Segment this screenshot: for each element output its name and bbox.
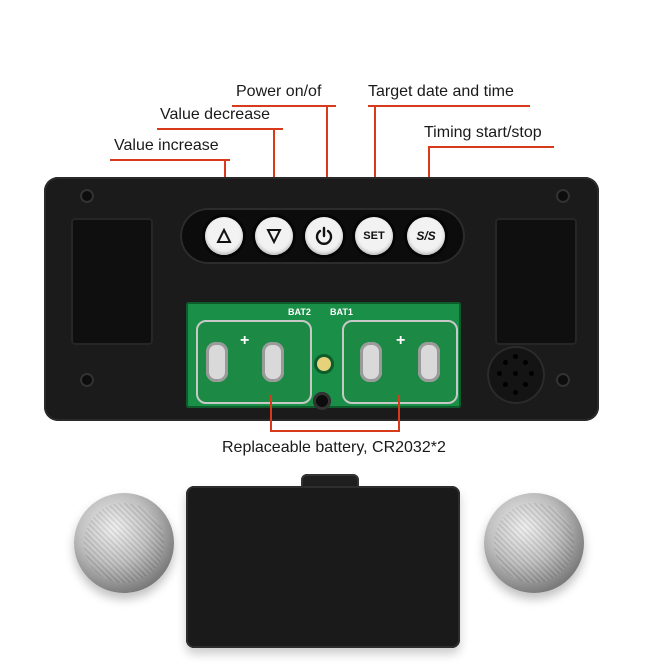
start-stop-button-label: S/S bbox=[416, 229, 436, 243]
speaker-hole bbox=[529, 371, 534, 376]
speaker-hole bbox=[513, 390, 518, 395]
speaker-hole bbox=[513, 354, 518, 359]
speaker-grille bbox=[487, 346, 545, 404]
leader-power bbox=[326, 105, 328, 217]
battery-cover bbox=[186, 486, 460, 648]
start-stop-button[interactable]: S/S bbox=[407, 217, 445, 255]
triangle-up-icon bbox=[216, 228, 232, 243]
bat2-label: BAT2 bbox=[288, 307, 311, 317]
bat1-label: BAT1 bbox=[330, 307, 353, 317]
underline-target-date bbox=[368, 105, 530, 107]
label-battery: Replaceable battery, CR2032*2 bbox=[222, 439, 446, 456]
coin-cell-battery-left bbox=[74, 493, 174, 593]
center-component bbox=[317, 357, 331, 371]
speaker-hole bbox=[503, 360, 508, 365]
value-increase-button[interactable] bbox=[205, 217, 243, 255]
polarity-plus: + bbox=[396, 332, 406, 349]
screw-bottom-left bbox=[80, 373, 94, 387]
underline-power bbox=[232, 105, 336, 107]
coin-cell-battery-right bbox=[484, 493, 584, 593]
label-power: Power on/of bbox=[236, 83, 322, 100]
label-value-decrease: Value decrease bbox=[160, 106, 270, 123]
battery-bracket bbox=[270, 430, 400, 432]
battery-leader-right bbox=[398, 395, 400, 432]
battery-clip bbox=[418, 342, 440, 382]
battery-clip bbox=[262, 342, 284, 382]
underline-timing bbox=[428, 146, 554, 148]
screw-top-left bbox=[80, 189, 94, 203]
label-target-date: Target date and time bbox=[368, 83, 514, 100]
speaker-hole bbox=[497, 371, 502, 376]
power-icon bbox=[315, 226, 333, 245]
speaker-hole bbox=[523, 360, 528, 365]
triangle-down-icon bbox=[266, 229, 282, 244]
polarity-plus: + bbox=[240, 332, 250, 349]
underline-value-decrease bbox=[157, 128, 283, 130]
rubber-pad-right bbox=[495, 218, 577, 345]
battery-clip bbox=[360, 342, 382, 382]
screw-bottom-right bbox=[556, 373, 570, 387]
screw-top-right bbox=[556, 189, 570, 203]
underline-value-increase bbox=[110, 159, 230, 161]
leader-value-decrease bbox=[273, 128, 275, 217]
speaker-hole bbox=[523, 382, 528, 387]
battery-clip bbox=[206, 342, 228, 382]
leader-target-date bbox=[374, 105, 376, 217]
speaker-hole bbox=[503, 382, 508, 387]
value-decrease-button[interactable] bbox=[255, 217, 293, 255]
speaker-hole bbox=[513, 371, 518, 376]
cover-latch-screw bbox=[313, 392, 331, 410]
set-button-label: SET bbox=[363, 230, 385, 242]
battery-leader-left bbox=[270, 395, 272, 432]
set-button[interactable]: SET bbox=[355, 217, 393, 255]
label-value-increase: Value increase bbox=[114, 137, 219, 154]
power-button[interactable] bbox=[305, 217, 343, 255]
label-timing: Timing start/stop bbox=[424, 124, 542, 141]
rubber-pad-left bbox=[71, 218, 153, 345]
